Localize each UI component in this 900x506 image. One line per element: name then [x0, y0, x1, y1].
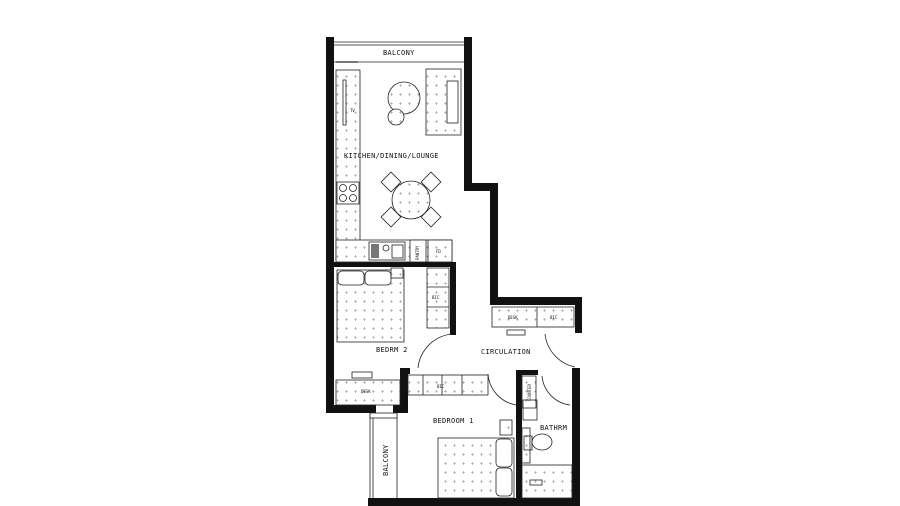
room-label-bedroom2: BEDRM 2	[376, 346, 408, 354]
bic-bedroom1	[407, 374, 489, 396]
bic-circulation-label: BIC	[550, 315, 558, 320]
room-label-bedroom1: BEDROOM 1	[433, 417, 474, 425]
kitchen-joinery: TV PANTRY FD	[335, 69, 453, 263]
room-label-balcony-side: BALCONY	[382, 444, 390, 476]
room-label-circulation: CIRCULATION	[481, 348, 531, 356]
fridge	[427, 239, 453, 263]
shower	[521, 464, 573, 499]
dining-table	[380, 171, 442, 228]
side-table	[387, 108, 405, 126]
room-label-kitchen: KITCHEN/DINING/LOUNGE	[344, 152, 439, 160]
pantry	[409, 239, 427, 263]
balcony-top	[334, 41, 464, 63]
pantry-label: PANTRY	[415, 245, 420, 260]
room-label-bathroom: BATHRM	[540, 424, 567, 432]
desk-bedroom2	[335, 379, 401, 406]
vanity-icon	[522, 399, 538, 421]
bathroom-fixtures: COUNTER	[521, 375, 573, 499]
tv-label: TV	[350, 108, 355, 113]
desk-bedroom2-label: DESK	[361, 389, 371, 394]
lounge-furniture	[380, 68, 462, 228]
cooktop-icon	[336, 181, 360, 205]
bic-bedroom1-label: BIC	[437, 384, 445, 389]
bic-bedroom2-label: BIC	[432, 295, 440, 300]
desk-circulation-label: DESK	[508, 315, 518, 320]
fridge-label: FD	[436, 249, 441, 254]
doors	[417, 333, 576, 406]
room-label-balcony-top: BALCONY	[383, 49, 415, 57]
bedroom2-furniture: BIC DESK	[335, 267, 450, 406]
circulation-joinery: DESK BIC	[491, 306, 575, 336]
toilet-icon	[531, 433, 553, 451]
balcony-side	[369, 412, 398, 498]
tv-icon	[342, 79, 347, 126]
counter-label: COUNTER	[527, 384, 532, 401]
bedroom1-furniture: BIC	[407, 374, 515, 499]
coffee-table	[387, 81, 421, 115]
bic-bedroom2	[426, 267, 450, 329]
walls	[326, 37, 582, 506]
